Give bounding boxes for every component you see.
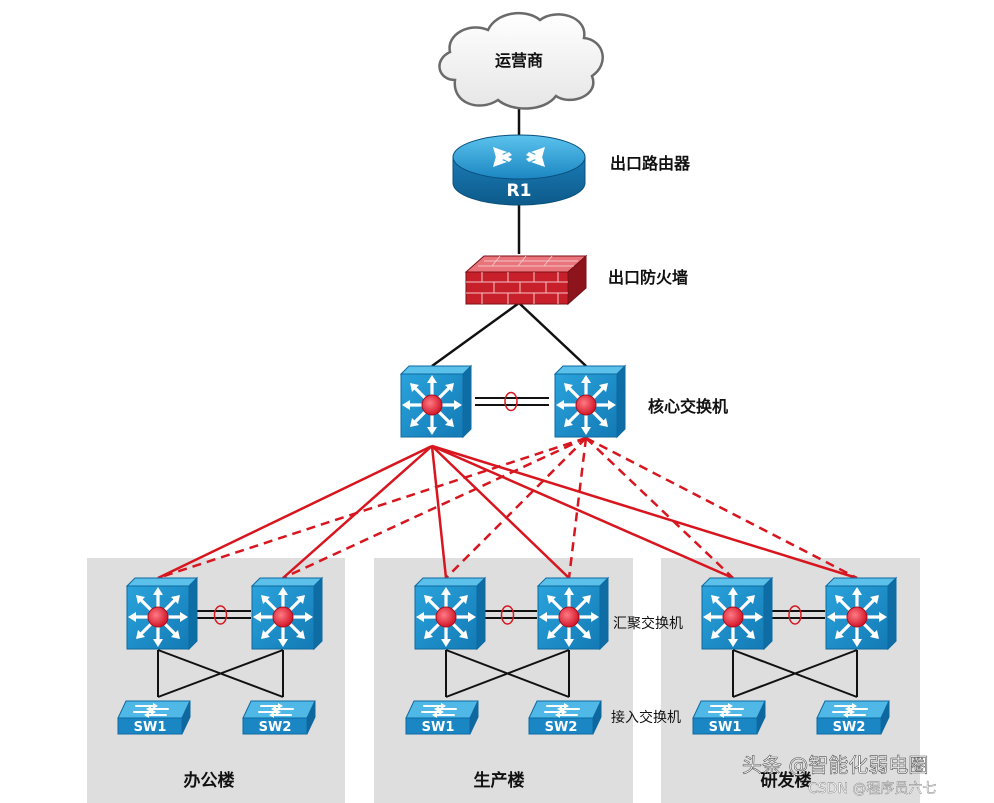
building-devices: SW1 SW2 SW1 SW2 SW1 SW2 <box>117 576 898 735</box>
primary-uplink-rnd-2 <box>431 444 858 580</box>
link-aggregation-mark <box>504 391 518 412</box>
agg-stack-link-office <box>190 605 251 625</box>
watermark-toutiao: 头条 @智能化弱电圈 <box>742 753 928 777</box>
access-switch-name: SW2 <box>833 720 866 735</box>
access-links-production <box>445 649 570 698</box>
building-name-office: 办公楼 <box>184 770 235 791</box>
core-switch-1 <box>399 364 473 439</box>
backup-uplink-rnd-2 <box>585 436 858 580</box>
link-aggregation-mark <box>213 605 228 625</box>
router-name: R1 <box>507 181 532 201</box>
firewall-label: 出口防火墙 <box>608 268 688 287</box>
aggregation-switch-office-1 <box>125 576 199 651</box>
router-r1: R1 <box>452 134 586 206</box>
agg-stack-link-production <box>478 605 537 625</box>
core-switch-2 <box>553 364 627 439</box>
backup-uplink-production-2 <box>567 437 588 579</box>
building-name-rnd: 研发楼 <box>761 770 812 791</box>
access-switch-name: SW1 <box>709 720 742 735</box>
access-switch-production-1: SW1 <box>405 700 479 735</box>
access-switch-rnd-1: SW1 <box>692 700 766 735</box>
isp-label: 运营商 <box>495 51 543 70</box>
access-switch-name: SW1 <box>134 720 167 735</box>
access-switch-production-2: SW2 <box>528 700 602 735</box>
backbone-links <box>431 100 587 368</box>
primary-uplink-production-2 <box>431 445 570 579</box>
primary-uplink-rnd-1 <box>431 444 734 580</box>
backup-uplink-office-1 <box>157 436 587 580</box>
watermark-csdn: CSDN @程序员六七 <box>808 781 936 797</box>
access-label: 接入交换机 <box>611 709 681 726</box>
firewall-icon <box>464 254 588 306</box>
access-links-rnd <box>732 649 858 698</box>
aggregation-switch-production-2 <box>536 576 610 651</box>
backup-uplink-production-1 <box>445 437 587 579</box>
aggregation-label: 汇聚交换机 <box>613 615 683 632</box>
building-name-production: 生产楼 <box>474 770 525 791</box>
aggregation-switch-rnd-1 <box>700 576 774 651</box>
link-firewall-core2 <box>518 302 587 367</box>
aggregation-switch-rnd-2 <box>824 576 898 651</box>
link-aggregation-mark <box>788 605 802 625</box>
access-switch-office-2: SW2 <box>242 700 316 735</box>
backup-uplinks <box>157 436 858 580</box>
link-firewall-core1 <box>431 301 520 368</box>
backup-uplink-rnd-1 <box>585 437 734 579</box>
router-arrows-icon <box>493 147 545 167</box>
link-aggregation-mark <box>500 605 515 625</box>
access-switch-name: SW1 <box>422 720 455 735</box>
isp-cloud: 运营商 <box>438 12 604 110</box>
router-label: 出口路由器 <box>610 154 691 173</box>
core-label: 核心交换机 <box>648 397 728 416</box>
access-switch-office-1: SW1 <box>117 700 191 735</box>
access-switch-name: SW2 <box>545 720 578 735</box>
agg-stack-link-rnd <box>765 605 825 625</box>
aggregation-switch-office-2 <box>250 576 324 651</box>
access-switch-rnd-2: SW2 <box>816 700 890 735</box>
core-stack-link <box>475 391 549 412</box>
primary-uplink-production-1 <box>430 445 448 579</box>
access-links-office <box>157 649 284 698</box>
backup-uplink-office-2 <box>282 436 587 580</box>
primary-uplink-office-1 <box>157 444 433 580</box>
building-links <box>157 605 858 698</box>
access-switch-name: SW2 <box>259 720 292 735</box>
aggregation-switch-production-1 <box>413 576 487 651</box>
